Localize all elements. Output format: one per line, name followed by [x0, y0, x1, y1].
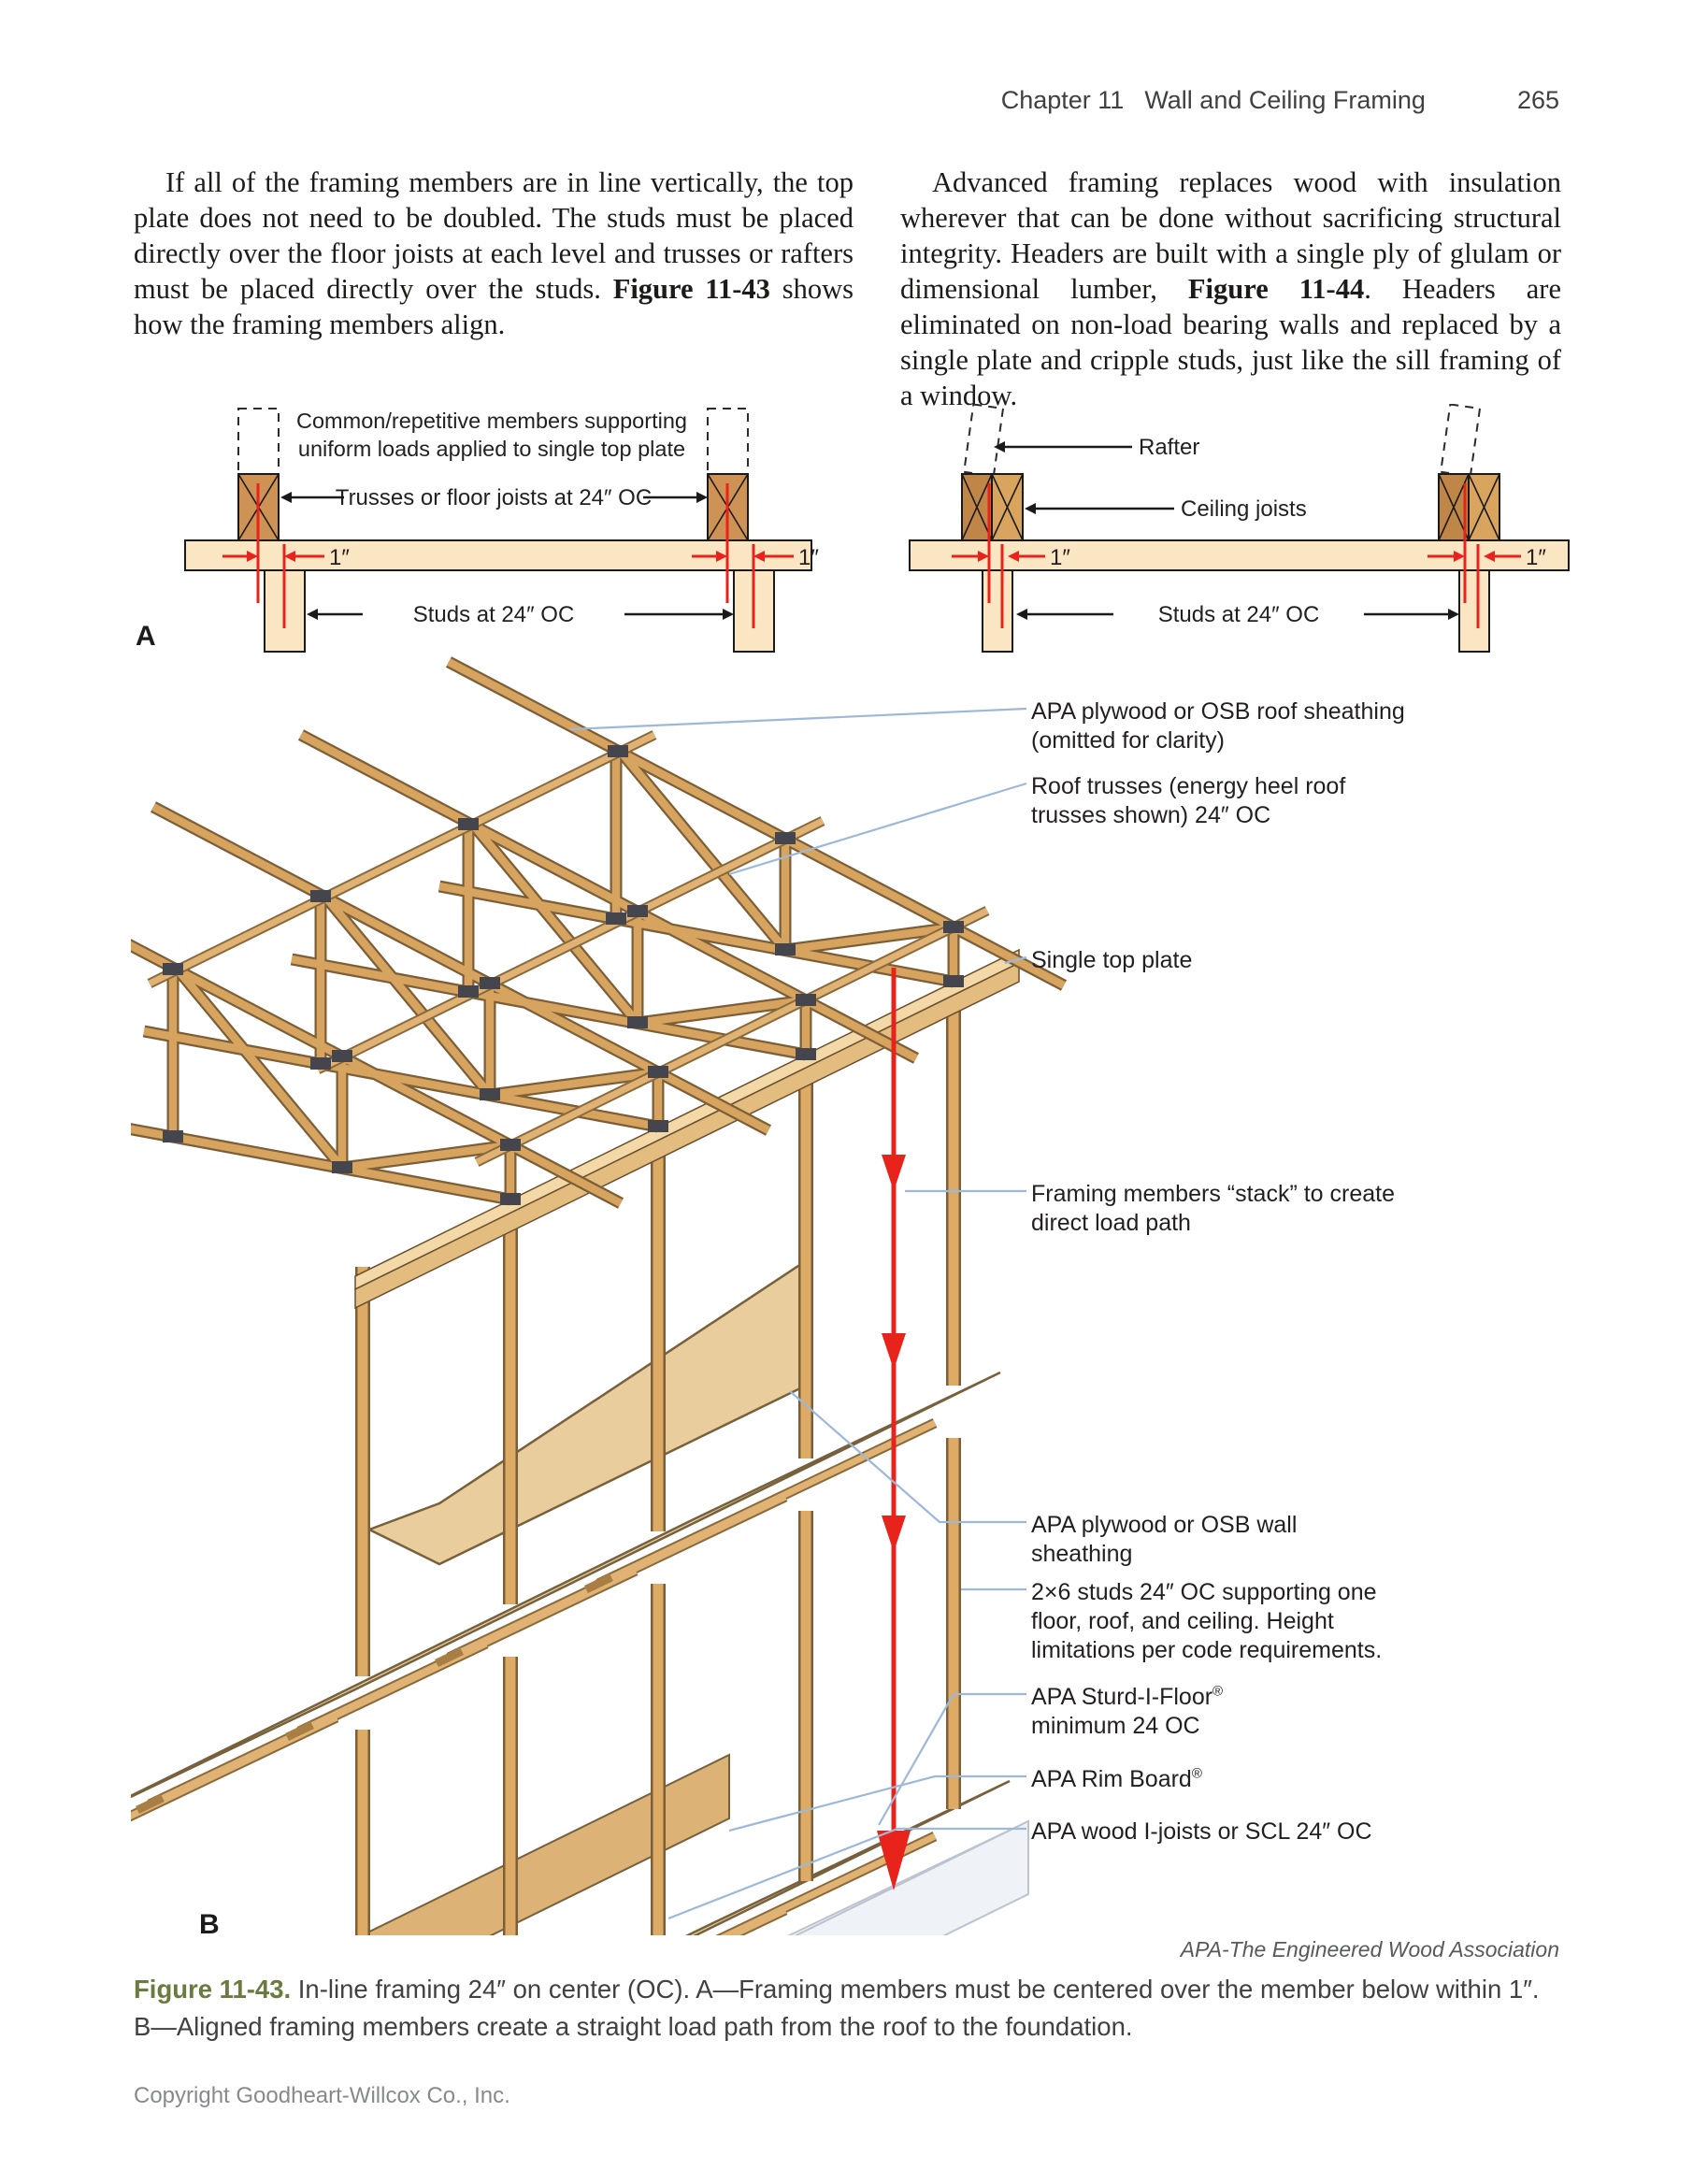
callout-studs: 2×6 studs 24″ OC supporting one floor, r… [1031, 1578, 1480, 1665]
callout-rim-board: APA Rim Board® [1031, 1765, 1480, 1794]
paragraph-text: Advanced framing replaces wood with insu… [900, 166, 1561, 305]
callout-leader-lines [569, 707, 1027, 1920]
single-top-plate [909, 539, 1570, 571]
panel-label-a: A [136, 621, 156, 652]
paragraph: Advanced framing replaces wood with insu… [900, 165, 1561, 413]
alignment-dimension: 1″ [692, 483, 819, 628]
dimension-label: 1″ [329, 545, 350, 570]
panel-label-b: B [199, 1909, 220, 1940]
studs-label: Studs at 24″ OC [413, 602, 575, 627]
paragraph-text: shows how the framing members align. [134, 273, 854, 340]
ceiling-joist-pair [961, 473, 1024, 541]
callout-line: APA plywood or OSB roof sheathing [1031, 698, 1405, 725]
callout-single-top-plate: Single top plate [1031, 946, 1480, 975]
body-right-column: Advanced framing replaces wood with insu… [900, 165, 1561, 413]
dimension-label: 1″ [1050, 545, 1070, 570]
note-label: uniform loads applied to single top plat… [298, 437, 685, 461]
alignment-dimension: 1″ [1428, 483, 1546, 628]
members-label: Trusses or floor joists at 24″ OC [336, 485, 652, 510]
page-header: Chapter 11 Wall and Ceiling Framing 265 [0, 86, 1559, 115]
callout-i-joists: APA wood I-joists or SCL 24″ OC [1031, 1818, 1480, 1846]
callout-line: floor, roof, and ceiling. Height [1031, 1608, 1334, 1634]
stud [982, 569, 1013, 653]
lower-wall-studs [355, 1438, 961, 1935]
callout-line: APA plywood or OSB wall [1031, 1512, 1298, 1538]
figure-reference: Figure 11-43 [612, 273, 770, 305]
callout-roof-trusses: Roof trusses (energy heel roof trusses s… [1031, 772, 1480, 830]
upper-wall-studs [355, 977, 961, 1676]
alignment-dimension: 1″ [222, 483, 350, 628]
dashed-member-outline [237, 408, 280, 475]
callout-line: direct load path [1031, 1210, 1191, 1236]
i-joists [131, 1418, 938, 1822]
callout-sturd-i-floor: APA Sturd-I-Floor® minimum 24 OC [1031, 1683, 1480, 1741]
alignment-dimension: 1″ [952, 483, 1070, 628]
callout-line: Single top plate [1031, 947, 1193, 973]
studs-label: Studs at 24″ OC [1158, 602, 1320, 627]
chapter-number: Chapter 11 [1000, 86, 1125, 114]
chapter-title: Wall and Ceiling Framing [1144, 86, 1426, 114]
roof-trusses [131, 656, 1068, 1209]
dimension-label: 1″ [1526, 545, 1546, 570]
dashed-rafter-outline [1440, 404, 1482, 478]
callout-framing-stack: Framing members “stack” to create direct… [1031, 1180, 1480, 1238]
callout-line: APA wood I-joists or SCL 24″ OC [1031, 1818, 1372, 1845]
callout-line: trusses shown) 24″ OC [1031, 802, 1271, 828]
registered-mark: ® [1191, 1765, 1202, 1782]
body-left-column: If all of the framing members are in lin… [134, 165, 854, 342]
callout-line: sheathing [1031, 1541, 1133, 1567]
callout-roof-sheathing: APA plywood or OSB roof sheathing (omitt… [1031, 697, 1480, 755]
paragraph-text: . Headers are eliminated on non-load bea… [900, 273, 1561, 411]
figure-caption: Figure 11-43. In-line framing 24″ on cen… [134, 1971, 1562, 2046]
truss-bracing [147, 730, 990, 1167]
figure-caption-text: In-line framing 24″ on center (OC). A—Fr… [134, 1975, 1540, 2041]
paragraph-text: If all of the framing members are in lin… [134, 166, 854, 305]
floor-deck [131, 1371, 1001, 1799]
rafter-label: Rafter [1139, 435, 1199, 460]
callout-line: Framing members “stack” to create [1031, 1181, 1395, 1207]
image-credit: APA-The Engineered Wood Association [1180, 1937, 1559, 1961]
note-label: Common/repetitive members supporting [296, 409, 687, 433]
figure-reference: Figure 11-44 [1187, 273, 1365, 305]
callout-line: APA Sturd-I-Floor® [1031, 1683, 1224, 1710]
truss-joint-plates [163, 745, 964, 1205]
dimension-label: 1″ [798, 545, 819, 570]
i-joists [715, 1832, 938, 1935]
callout-line: APA Rim Board® [1031, 1765, 1202, 1792]
callout-line: limitations per code requirements. [1031, 1637, 1383, 1663]
foundation-slab [787, 1819, 1029, 1935]
diagram-trusses-over-studs: 1″ 1″ Common/repetitive members supporti… [184, 408, 819, 653]
callout-line: (omitted for clarity) [1031, 727, 1225, 754]
ceiling-joist-pair [1438, 473, 1500, 541]
dashed-rafter-outline [963, 404, 1005, 478]
callout-line: 2×6 studs 24″ OC supporting one [1031, 1579, 1377, 1605]
paragraph: If all of the framing members are in lin… [134, 165, 854, 342]
diagram-rafters-over-studs: 1″ 1″ Rafter Ceiling joists Studs at 24″… [909, 404, 1570, 653]
page-number: 265 [1516, 86, 1559, 114]
dashed-member-outline [707, 408, 749, 475]
rim-board [359, 1753, 730, 1935]
registered-mark: ® [1212, 1683, 1224, 1700]
isometric-framing-drawing [131, 656, 1068, 1935]
callout-line: Roof trusses (energy heel roof [1031, 773, 1346, 799]
load-path-arrow [877, 968, 911, 1890]
callout-wall-sheathing: APA plywood or OSB wall sheathing [1031, 1511, 1480, 1569]
figure-caption-number: Figure 11-43. [134, 1975, 292, 2004]
copyright-notice: Copyright Goodheart-Willcox Co., Inc. [134, 2083, 510, 2108]
ceiling-joists-label: Ceiling joists [1181, 496, 1307, 522]
callout-line: minimum 24 OC [1031, 1713, 1200, 1739]
